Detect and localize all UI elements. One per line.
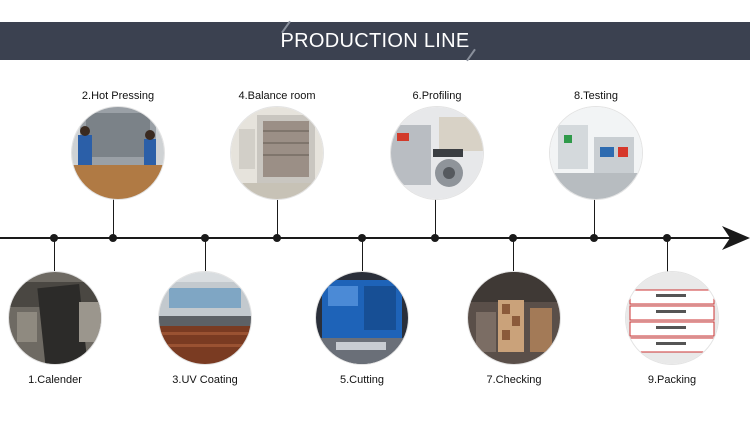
balance-room-photo-icon [231,107,323,199]
uv-coating-photo-icon [159,272,251,364]
title-banner: PRODUCTION LINE [0,22,750,60]
step-label: 4.Balance room [238,90,315,102]
step-connector [54,238,55,272]
checking-photo-icon [468,272,560,364]
step-connector [435,199,436,238]
page-title: PRODUCTION LINE [0,22,750,60]
timeline-dot [50,234,58,242]
step-connector [277,199,278,238]
step-label: 5.Cutting [340,374,384,386]
calender-machine-photo-icon [9,272,101,364]
step-label: 9.Packing [648,374,696,386]
packing-boxes-photo-icon [626,272,718,364]
step-label: 8.Testing [574,90,618,102]
timeline-dot [509,234,517,242]
step-connector [205,238,206,272]
timeline-dot [431,234,439,242]
testing-equipment-photo-icon [550,107,642,199]
arrow-head-icon [722,226,750,250]
step-connector [362,238,363,272]
step-connector [513,238,514,272]
step-connector [667,238,668,272]
step-label: 1.Calender [28,374,82,386]
cutting-machine-photo-icon [316,272,408,364]
step-label: 3.UV Coating [172,374,237,386]
step-label: 7.Checking [486,374,541,386]
profiling-machine-photo-icon [391,107,483,199]
timeline-dot [201,234,209,242]
step-connector [113,199,114,238]
timeline-dot [109,234,117,242]
timeline-dot [358,234,366,242]
step-connector [594,199,595,238]
timeline-dot [663,234,671,242]
step-label: 6.Profiling [413,90,462,102]
timeline-dot [273,234,281,242]
hot-press-photo-icon [72,107,164,199]
step-label: 2.Hot Pressing [82,90,154,102]
timeline-dot [590,234,598,242]
